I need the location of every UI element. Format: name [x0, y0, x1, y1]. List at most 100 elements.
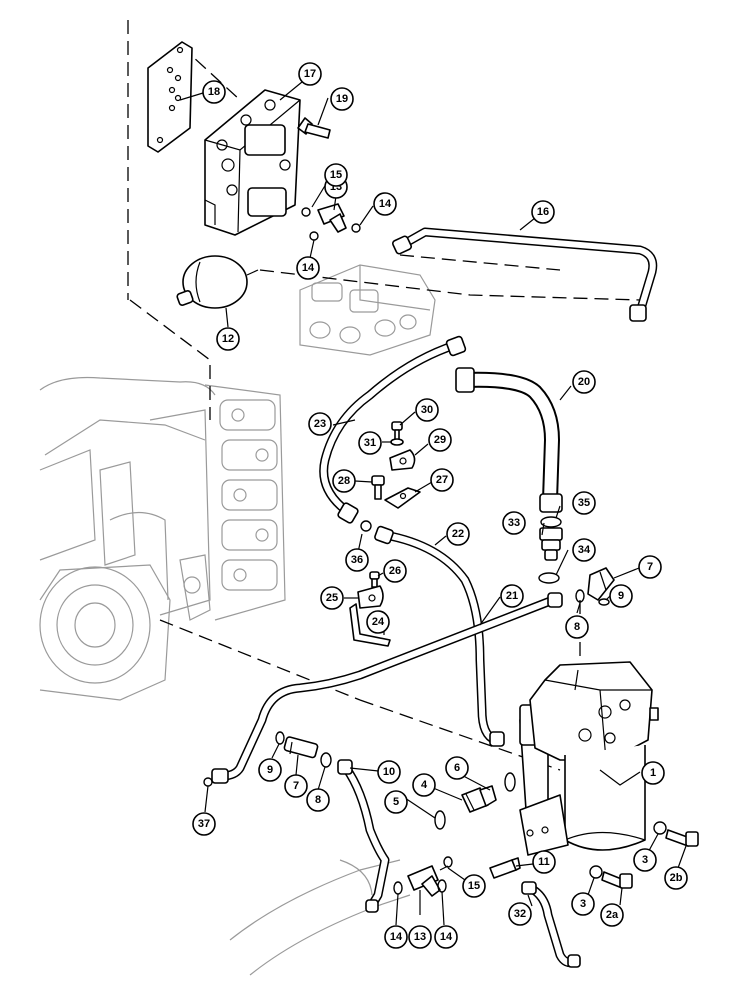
pipe-32 — [521, 881, 581, 968]
callout-25: 25 — [320, 586, 344, 610]
svg-text:21: 21 — [506, 590, 518, 602]
callout-13-lower: 13 — [408, 925, 432, 949]
o-ring-6 — [504, 772, 516, 792]
callout-16: 16 — [531, 200, 555, 224]
washer-3-right — [653, 821, 667, 835]
svg-text:28: 28 — [338, 475, 350, 487]
svg-text:22: 22 — [452, 528, 464, 540]
pipe-22 — [374, 525, 505, 747]
callout-14-lower-right: 14 — [434, 925, 458, 949]
callout-23: 23 — [308, 412, 332, 436]
o-ring-9-left — [275, 731, 285, 745]
callout-1: 1 — [641, 761, 665, 785]
callout-15-lower: 15 — [462, 874, 486, 898]
pipe-20 — [455, 367, 563, 513]
svg-text:31: 31 — [364, 437, 376, 449]
svg-text:24: 24 — [372, 616, 385, 628]
callout-37: 37 — [192, 812, 216, 836]
leader-lines — [179, 81, 687, 926]
svg-text:23: 23 — [314, 418, 326, 430]
callout-7-left: 7 — [284, 774, 308, 798]
clamp-29 — [389, 449, 416, 471]
callout-11: 11 — [532, 850, 556, 874]
svg-text:2b: 2b — [670, 872, 683, 884]
adapter-13-lower — [407, 865, 449, 897]
callout-24: 24 — [366, 610, 390, 634]
svg-text:18: 18 — [208, 86, 220, 98]
o-ring-8-right — [575, 589, 585, 603]
svg-text:3: 3 — [580, 898, 586, 910]
washer-31 — [390, 438, 404, 446]
svg-text:34: 34 — [578, 544, 591, 556]
callout-17: 17 — [298, 62, 322, 86]
svg-text:4: 4 — [421, 779, 428, 791]
svg-text:12: 12 — [222, 333, 234, 345]
svg-text:7: 7 — [293, 780, 299, 792]
adapter-33 — [539, 527, 563, 561]
callout-29: 29 — [428, 428, 452, 452]
svg-text:14: 14 — [440, 931, 453, 943]
svg-text:35: 35 — [578, 497, 590, 509]
check-valve-11 — [489, 857, 521, 879]
svg-text:9: 9 — [618, 590, 624, 602]
svg-text:25: 25 — [326, 592, 338, 604]
svg-text:5: 5 — [393, 796, 399, 808]
svg-text:20: 20 — [578, 376, 590, 388]
callout-9-left: 9 — [258, 758, 282, 782]
svg-text:32: 32 — [514, 908, 526, 920]
callout-4: 4 — [412, 773, 436, 797]
svg-text:3: 3 — [642, 854, 648, 866]
callout-2b: 2b — [664, 866, 688, 890]
svg-text:8: 8 — [574, 621, 580, 633]
background-housing-outline — [39, 264, 436, 976]
callout-36: 36 — [345, 548, 369, 572]
filter-housing-1 — [519, 661, 659, 856]
callout-31: 31 — [358, 431, 382, 455]
svg-text:8: 8 — [315, 794, 321, 806]
o-ring-14-lower-right — [437, 879, 447, 893]
callout-33: 33 — [502, 511, 526, 535]
svg-text:15: 15 — [330, 169, 342, 181]
callout-3-right: 3 — [633, 848, 657, 872]
o-ring-35 — [540, 516, 562, 528]
callout-27: 27 — [430, 468, 454, 492]
svg-text:26: 26 — [389, 565, 401, 577]
svg-text:33: 33 — [508, 517, 520, 529]
callout-8-left: 8 — [306, 788, 330, 812]
callout-35: 35 — [572, 491, 596, 515]
callout-8-right: 8 — [565, 615, 589, 639]
o-ring-8-left — [320, 752, 332, 768]
callout-14-lower-left: 14 — [384, 925, 408, 949]
callouts: 1 2a 2b 3 3 4 5 6 7 7 8 8 9 9 10 11 12 1… — [192, 62, 688, 949]
bolt-28 — [371, 475, 385, 500]
svg-text:14: 14 — [379, 198, 392, 210]
o-ring-37 — [203, 777, 213, 787]
callout-18: 18 — [202, 80, 226, 104]
svg-text:1: 1 — [650, 767, 656, 779]
clamp-25 — [357, 585, 384, 609]
svg-text:2a: 2a — [606, 909, 619, 921]
callout-9-right: 9 — [609, 584, 633, 608]
callout-32: 32 — [508, 902, 532, 926]
o-ring-9-right — [598, 598, 610, 606]
adapter-13-upper — [301, 203, 361, 241]
svg-text:10: 10 — [383, 766, 395, 778]
bolt-26 — [369, 571, 380, 588]
svg-text:17: 17 — [304, 68, 316, 80]
callout-15-upper: 15 — [324, 163, 348, 187]
callout-5: 5 — [384, 790, 408, 814]
bolt-2a — [601, 871, 633, 889]
callout-14-upper-right: 14 — [373, 192, 397, 216]
callout-34: 34 — [572, 538, 596, 562]
bolt-2b — [665, 829, 699, 847]
o-ring-15-lower — [443, 856, 453, 868]
svg-text:27: 27 — [436, 474, 448, 486]
callout-7-right: 7 — [638, 555, 662, 579]
svg-text:37: 37 — [198, 818, 210, 830]
callout-20: 20 — [572, 370, 596, 394]
accumulator-12 — [176, 255, 259, 309]
svg-text:6: 6 — [454, 762, 460, 774]
pipe-21 — [211, 592, 563, 784]
o-ring-5 — [434, 810, 446, 830]
